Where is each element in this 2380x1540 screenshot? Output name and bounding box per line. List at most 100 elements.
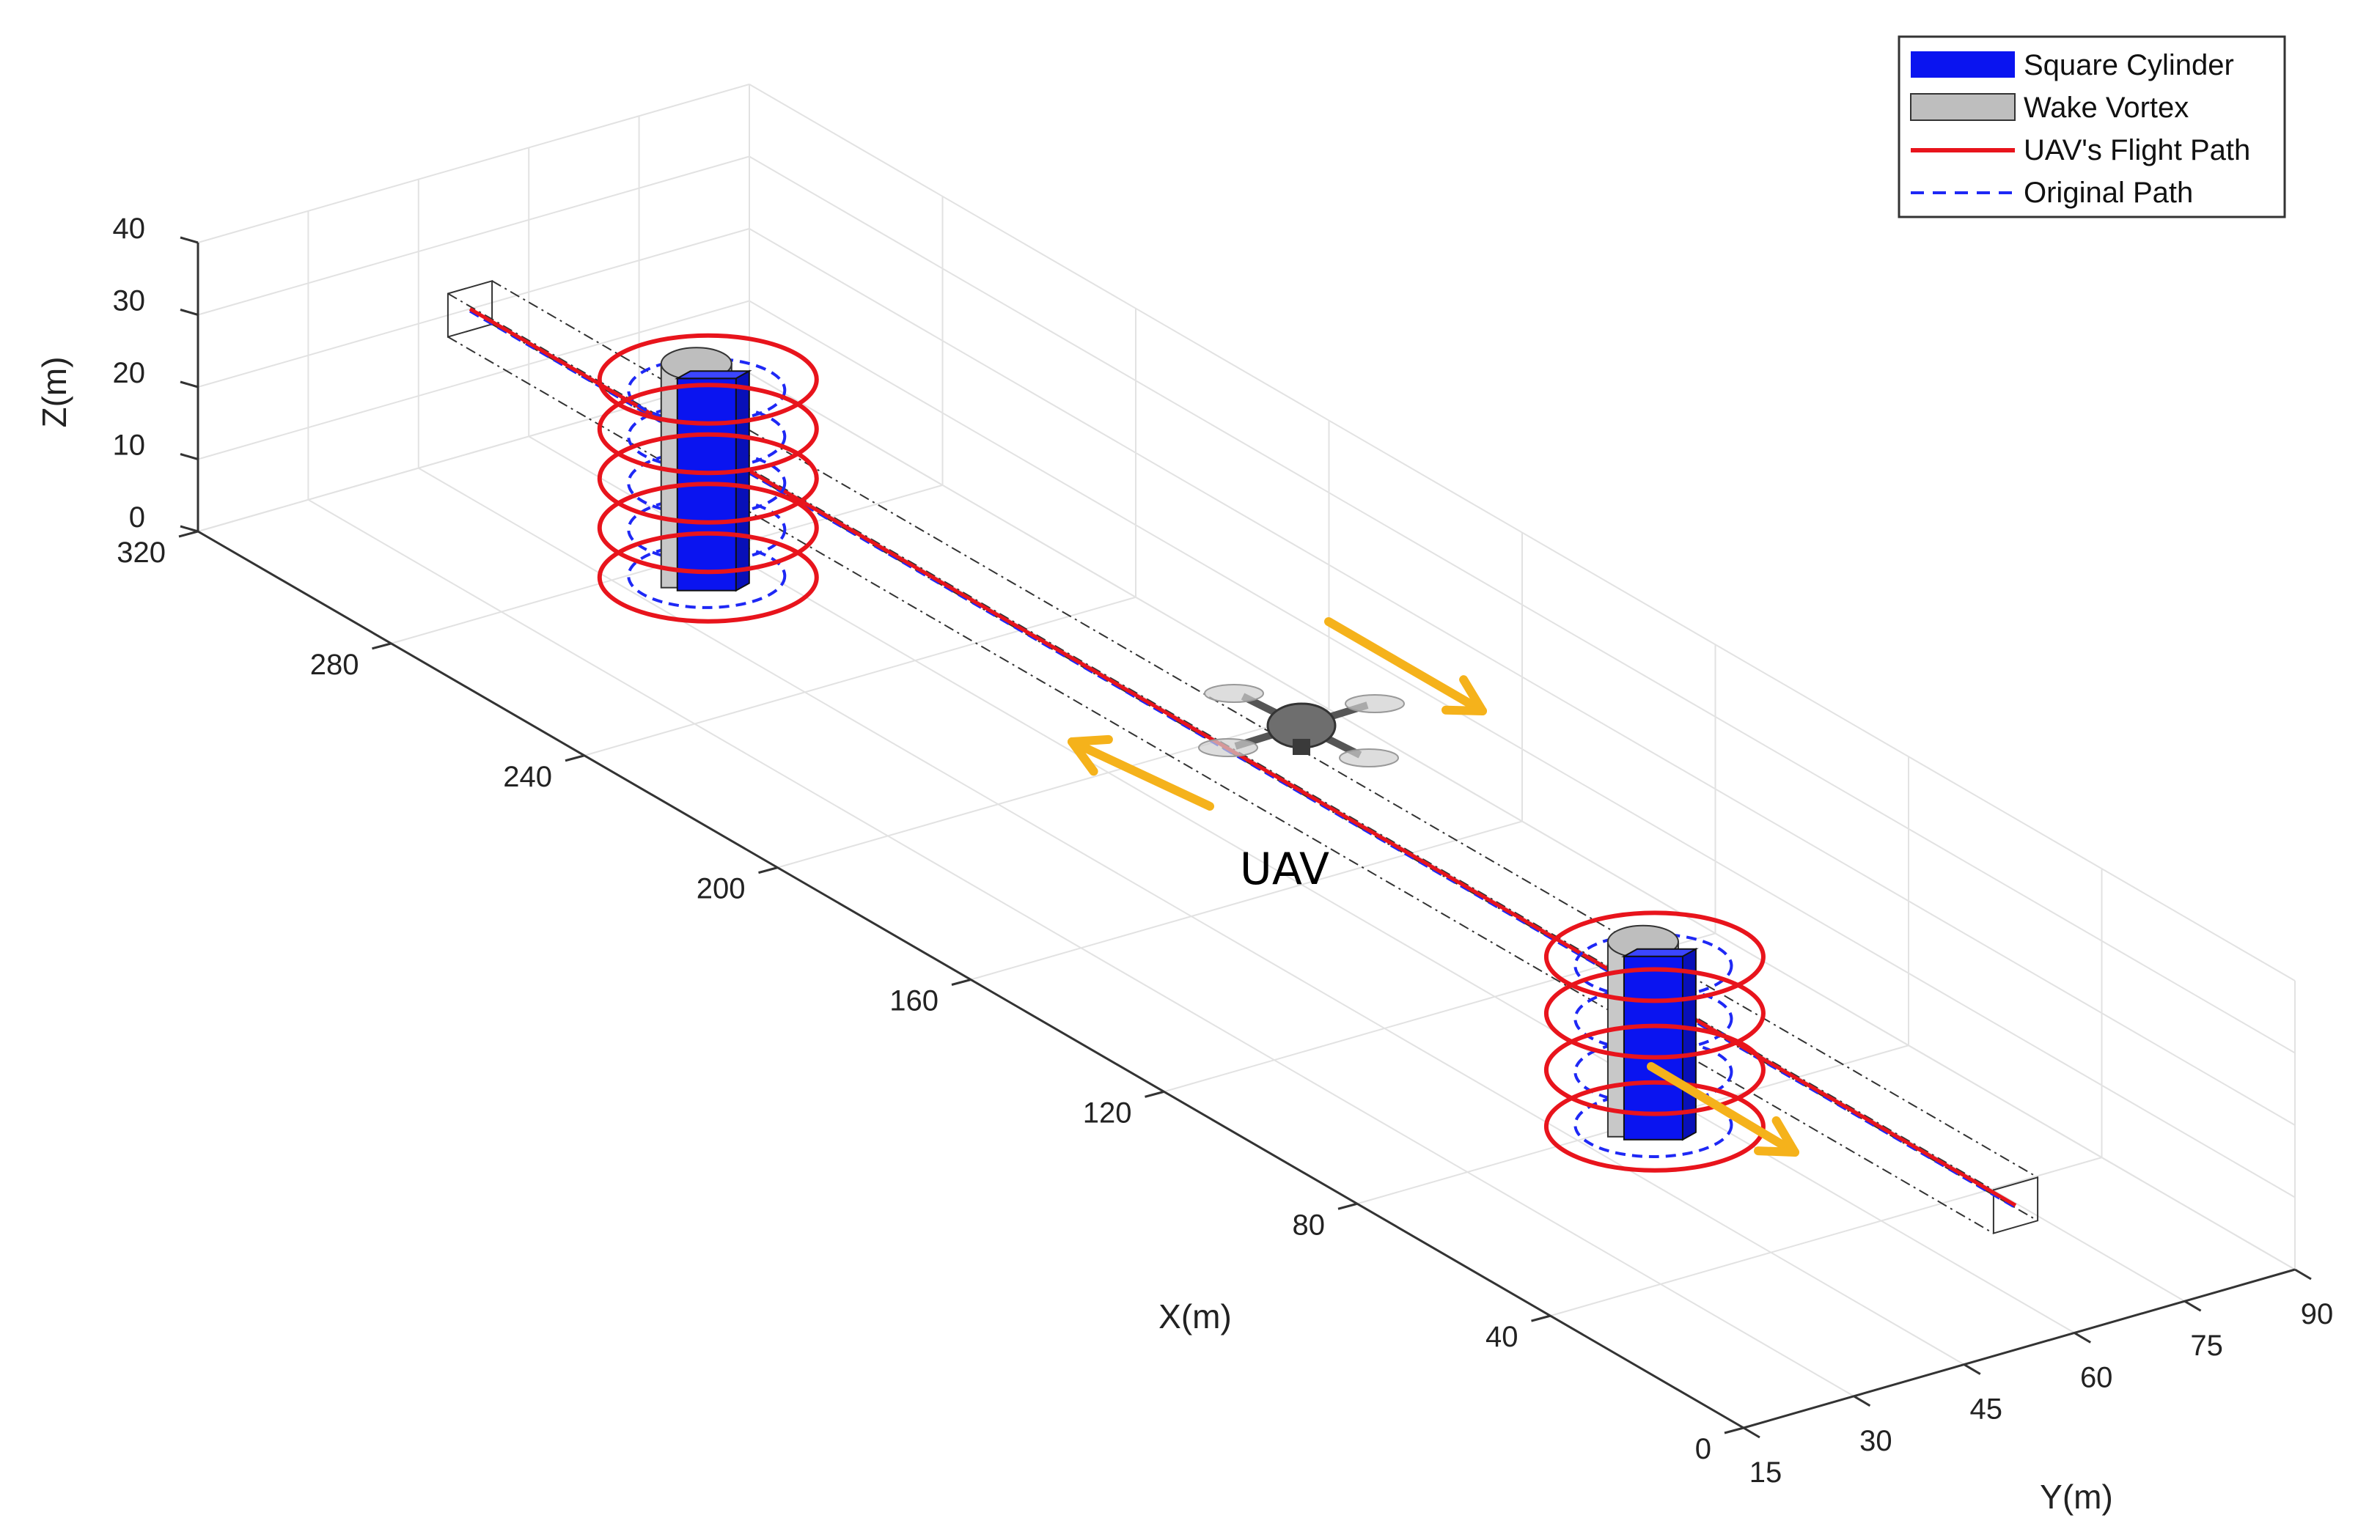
x-tick-label: 40 bbox=[1485, 1321, 1518, 1353]
x-tick-label: 280 bbox=[310, 649, 359, 681]
direction-arrows bbox=[1068, 617, 1799, 1157]
direction-arrow bbox=[1647, 1062, 1799, 1157]
x-tick-mark bbox=[1337, 1202, 1358, 1210]
legend-label-wake-vortex: Wake Vortex bbox=[2024, 92, 2189, 124]
z-tick-label: 0 bbox=[129, 501, 145, 534]
direction-arrow bbox=[1324, 617, 1487, 715]
legend: Square Cylinder Wake Vortex UAV's Flight… bbox=[1898, 35, 2286, 218]
x-tick-mark bbox=[1145, 1090, 1164, 1098]
uav-drone-icon bbox=[1198, 684, 1405, 767]
z-tick-mark bbox=[180, 236, 199, 244]
legend-label-original-path: Original Path bbox=[2024, 177, 2193, 209]
y-tick-mark bbox=[2294, 1268, 2312, 1281]
grid-line bbox=[970, 820, 1523, 981]
drone-propeller bbox=[1204, 684, 1264, 703]
cylinder-group bbox=[1543, 910, 1766, 1173]
axis-line bbox=[1743, 1268, 2296, 1429]
flight-path-loop bbox=[597, 531, 819, 624]
cylinder-group bbox=[597, 333, 819, 624]
z-axis-label: Z(m) bbox=[35, 356, 73, 427]
z-tick-mark bbox=[180, 525, 199, 533]
wake-end-cap bbox=[1992, 1176, 2039, 1234]
uav-annotation: UAV bbox=[1240, 844, 1329, 895]
flight-path-loop bbox=[597, 482, 819, 575]
grid-line bbox=[777, 708, 1329, 869]
y-tick-mark bbox=[2074, 1332, 2091, 1344]
square-cylinder-side bbox=[735, 369, 750, 592]
flight-path-loop bbox=[1543, 1080, 1766, 1173]
direction-arrow-head bbox=[1441, 675, 1487, 715]
direction-arrow bbox=[1068, 734, 1214, 811]
x-axis-label: X(m) bbox=[1158, 1297, 1232, 1335]
x-tick-mark bbox=[1724, 1426, 1744, 1434]
x-tick-label: 320 bbox=[117, 537, 166, 569]
x-tick-label: 160 bbox=[889, 985, 939, 1017]
z-tick-label: 40 bbox=[113, 213, 146, 245]
x-tick-label: 120 bbox=[1083, 1097, 1132, 1129]
y-tick-label: 15 bbox=[1749, 1456, 1782, 1489]
wake-end-cap bbox=[447, 279, 493, 338]
x-tick-mark bbox=[951, 979, 972, 986]
x-tick-mark bbox=[178, 530, 199, 538]
grid-line bbox=[418, 467, 1965, 1366]
y-tick-mark bbox=[1743, 1426, 1760, 1439]
x-tick-label: 0 bbox=[1695, 1433, 1711, 1465]
y-tick-label: 90 bbox=[2301, 1298, 2334, 1330]
y-tick-label: 30 bbox=[1859, 1425, 1892, 1457]
tick-labels: 0 40 80 120 160 200 240 280 320 15 30 45 60 75 90 0 10 20… bbox=[113, 213, 2334, 1489]
drone-propeller bbox=[1198, 738, 1258, 757]
y-tick-label: 60 bbox=[2080, 1361, 2113, 1393]
x-tick-label: 240 bbox=[503, 761, 552, 793]
y-tick-mark bbox=[2183, 1300, 2202, 1312]
z-tick-mark bbox=[180, 453, 199, 460]
z-tick-label: 20 bbox=[113, 357, 146, 389]
z-tick-mark bbox=[180, 309, 199, 316]
legend-swatch-wake-vortex bbox=[1910, 93, 2016, 121]
square-cylinder-top bbox=[674, 370, 752, 380]
square-cylinder-front bbox=[1623, 955, 1683, 1141]
direction-arrow-shaft bbox=[1647, 1062, 1799, 1157]
grid-line bbox=[1550, 1157, 2102, 1317]
square-cylinders bbox=[597, 333, 1766, 1173]
flight-path-loop bbox=[597, 333, 819, 426]
z-tick-label: 10 bbox=[113, 430, 146, 462]
y-tick-label: 75 bbox=[2190, 1330, 2223, 1362]
flight-path-loop bbox=[1543, 1023, 1766, 1116]
grid-line bbox=[749, 228, 2296, 1126]
square-cylinder-top bbox=[1621, 948, 1699, 957]
flight-path-loop bbox=[597, 432, 819, 525]
flight-path-loop bbox=[1543, 910, 1766, 1003]
grid-line bbox=[749, 372, 2296, 1270]
grid-line bbox=[749, 155, 2296, 1054]
x-tick-mark bbox=[1531, 1314, 1551, 1322]
x-tick-label: 80 bbox=[1293, 1209, 1326, 1241]
legend-swatch-square-cylinder bbox=[1911, 51, 2015, 78]
grid-line bbox=[584, 596, 1136, 756]
legend-label-flight-path: UAV's Flight Path bbox=[2024, 134, 2250, 166]
x-tick-mark bbox=[372, 642, 392, 650]
x-tick-label: 200 bbox=[697, 873, 746, 905]
direction-arrow-head bbox=[1754, 1116, 1799, 1157]
grid-line bbox=[528, 435, 2075, 1334]
grid-line bbox=[197, 372, 750, 532]
flight-path-loop bbox=[1543, 967, 1766, 1060]
legend-label-square-cylinder: Square Cylinder bbox=[2024, 49, 2234, 81]
flight-path-loop bbox=[597, 383, 819, 476]
direction-arrow-shaft bbox=[1324, 617, 1487, 715]
direction-arrow-head bbox=[1068, 734, 1113, 776]
y-tick-label: 45 bbox=[1970, 1393, 2003, 1426]
grid-line bbox=[749, 84, 2296, 981]
grid-line bbox=[197, 155, 750, 316]
drone-propeller bbox=[1345, 694, 1405, 713]
z-tick-mark bbox=[180, 380, 199, 388]
axes bbox=[178, 236, 2312, 1439]
x-tick-mark bbox=[565, 754, 585, 762]
x-tick-mark bbox=[758, 866, 778, 874]
grid-line bbox=[307, 498, 1854, 1397]
y-tick-mark bbox=[1964, 1363, 1981, 1375]
z-tick-label: 30 bbox=[113, 285, 146, 317]
grid-line bbox=[197, 84, 750, 243]
drone-camera bbox=[1293, 739, 1310, 755]
grid-line bbox=[749, 300, 2296, 1198]
